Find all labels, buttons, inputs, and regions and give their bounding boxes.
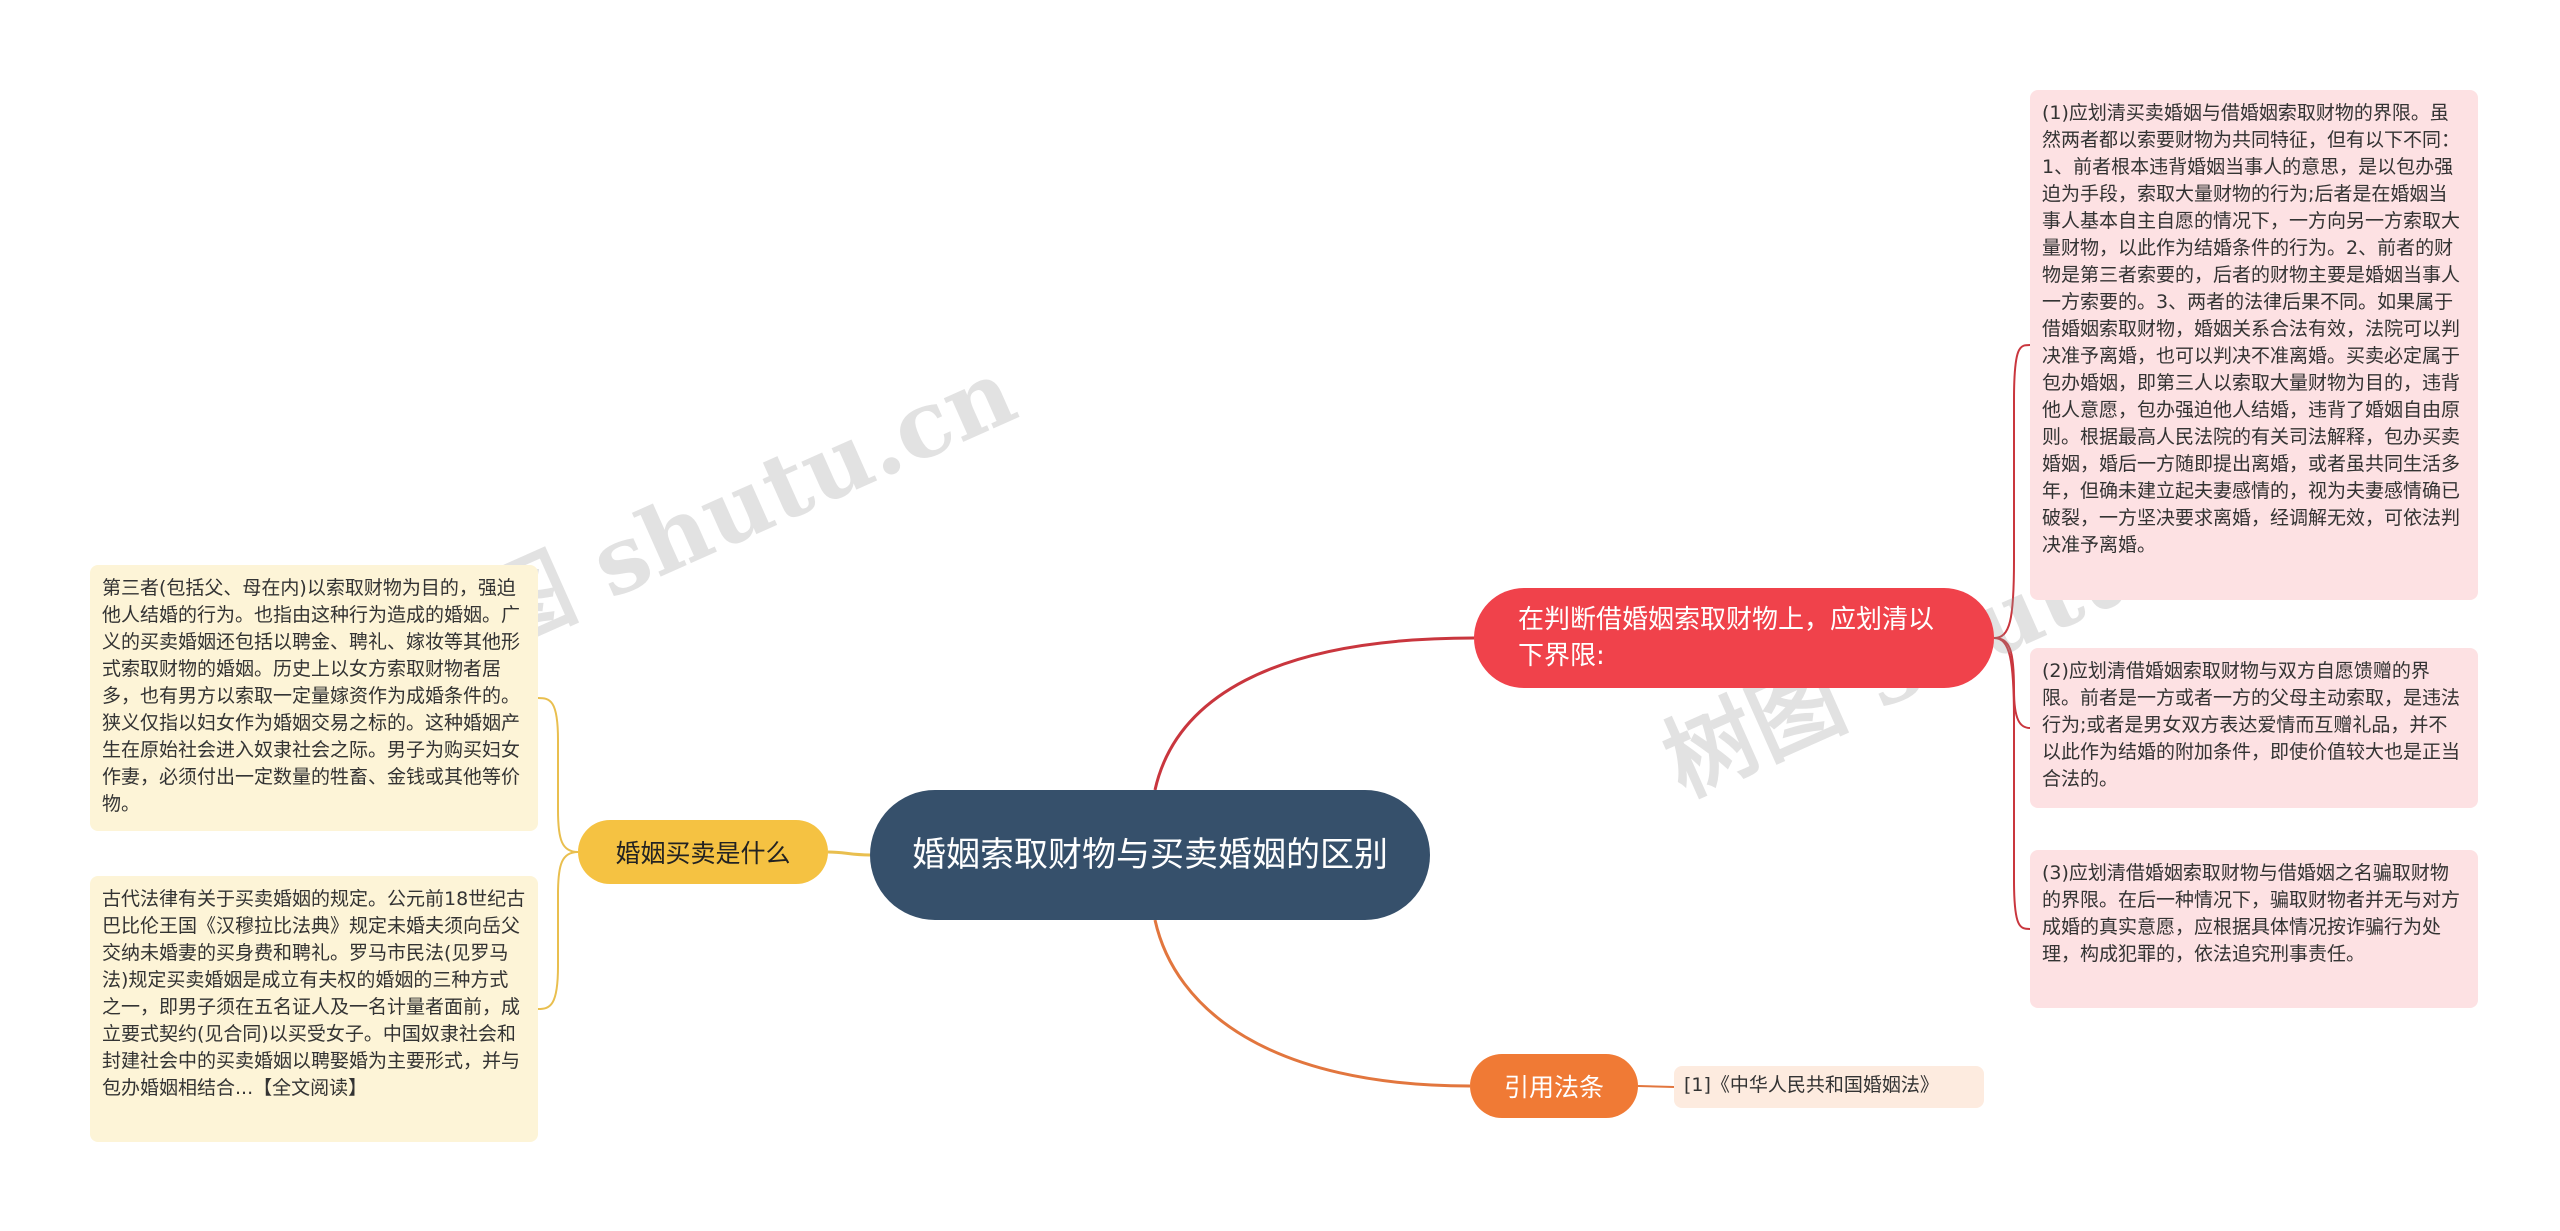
edge-center-to-law-branch (1153, 919, 1471, 1088)
branch-what-is-mercenary-marriage[interactable]: 婚姻买卖是什么 (578, 820, 828, 884)
branch-boundary-criteria[interactable]: 在判断借婚姻索取财物上，应划清以下界限: (1474, 588, 1994, 688)
edge-center-to-boundary-branch (1153, 636, 1475, 791)
edge-law-to-item-1 (1637, 1085, 1675, 1088)
leaf-definition-item-1[interactable]: 第三者(包括父、母在内)以索取财物为目的，强迫他人结婚的行为。也指由这种行为造成… (90, 565, 538, 831)
edge-center-to-definition-branch (827, 850, 871, 857)
edge-boundary-to-item-3 (1993, 637, 2031, 930)
edge-definition-to-item-2 (537, 851, 579, 1010)
edge-definition-to-item-1 (537, 697, 579, 853)
leaf-law-reference[interactable]: [1]《中华人民共和国婚姻法》 (1674, 1066, 1984, 1108)
branch-cited-law[interactable]: 引用法条 (1470, 1054, 1638, 1118)
central-topic[interactable]: 婚姻索取财物与买卖婚姻的区别 (870, 790, 1430, 920)
leaf-definition-item-2[interactable]: 古代法律有关于买卖婚姻的规定。公元前18世纪古巴比伦王国《汉穆拉比法典》规定未婚… (90, 876, 538, 1142)
leaf-boundary-item-2[interactable]: (2)应划清借婚姻索取财物与双方自愿馈赠的界限。前者是一方或者一方的父母主动索取… (2030, 648, 2478, 808)
leaf-boundary-item-3[interactable]: (3)应划清借婚姻索取财物与借婚姻之名骗取财物的界限。在后一种情况下，骗取财物者… (2030, 850, 2478, 1008)
edge-boundary-to-item-1 (1993, 344, 2031, 639)
leaf-boundary-item-1[interactable]: (1)应划清买卖婚姻与借婚姻索取财物的界限。虽然两者都以索要财物为共同特征，但有… (2030, 90, 2478, 600)
edge-boundary-to-item-2 (1993, 637, 2031, 729)
